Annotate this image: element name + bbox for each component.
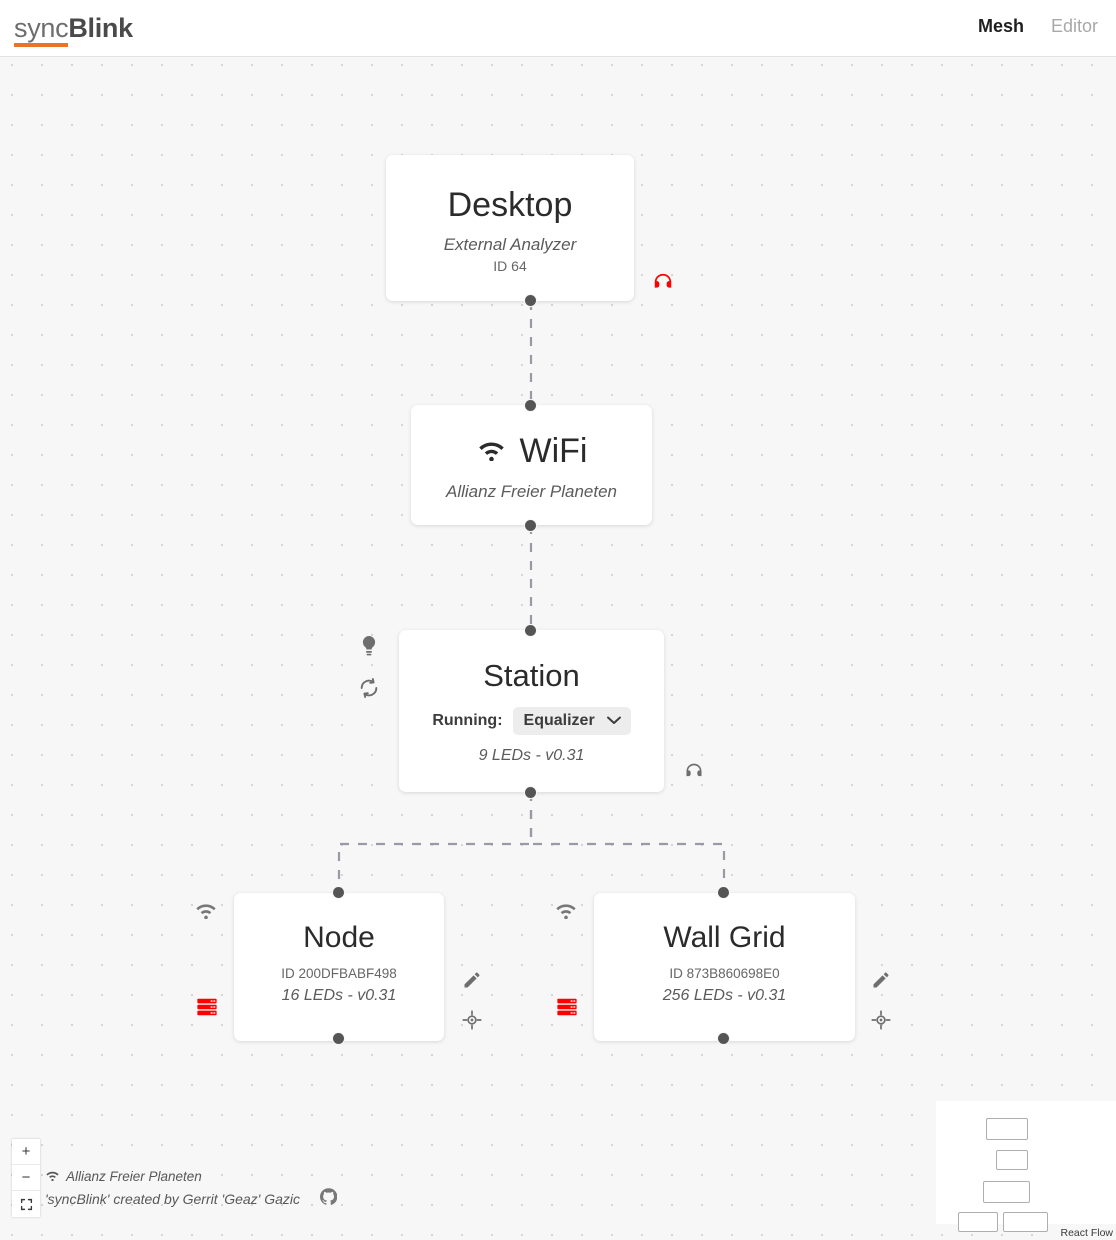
server-icon-wallgrid[interactable]	[556, 996, 578, 1018]
node-id-desktop: ID 64	[493, 258, 527, 274]
zoom-controls: + −	[12, 1139, 40, 1217]
pencil-icon-node[interactable]	[462, 970, 482, 990]
crosshair-icon-node[interactable]	[462, 1010, 482, 1030]
node-title-wallgrid: Wall Grid	[663, 921, 786, 954]
footer-ssid-row: Allianz Freier Planeten	[45, 1168, 337, 1186]
headphones-icon-station[interactable]	[684, 762, 704, 782]
node-title-desktop: Desktop	[447, 186, 573, 224]
handle-station-top[interactable]	[524, 624, 537, 637]
nav-item-mesh[interactable]: Mesh	[977, 16, 1024, 36]
footer-ssid-label: Allianz Freier Planeten	[66, 1169, 202, 1184]
minimap[interactable]	[936, 1101, 1116, 1232]
node-title-station: Station	[483, 658, 580, 693]
node-info-station: 9 LEDs - v0.31	[478, 747, 585, 764]
node-card-node[interactable]: Node ID 200DFBABF498 16 LEDs - v0.31	[234, 893, 444, 1041]
lightbulb-icon[interactable]	[359, 635, 379, 657]
node-card-station[interactable]: Station Running: Equalizer 9 LEDs - v0.3…	[399, 630, 664, 792]
react-flow-attribution[interactable]: React Flow	[1060, 1227, 1113, 1239]
running-label: Running:	[432, 712, 503, 729]
node-info-wallgrid: 256 LEDs - v0.31	[662, 987, 787, 1004]
node-station-running-row: Running: Equalizer	[399, 707, 664, 735]
node-wifi-title-row: WiFi	[411, 431, 652, 471]
node-subtitle-desktop: External Analyzer	[443, 235, 577, 254]
edge-layer	[337, 301, 726, 893]
nav-item-editor[interactable]: Editor	[1050, 16, 1098, 36]
edge-station-to-wallgrid	[529, 792, 726, 893]
fit-view-icon	[20, 1198, 33, 1211]
handle-wallgrid-top[interactable]	[717, 886, 730, 899]
logo-text-blink: Blink	[68, 13, 133, 43]
wifi-icon-node	[194, 900, 218, 920]
node-id-wallgrid: ID 873B860698E0	[669, 966, 780, 981]
node-id-node: ID 200DFBABF498	[281, 966, 397, 981]
logo-text-sync: sync	[14, 13, 69, 47]
handle-wifi-top[interactable]	[524, 399, 537, 412]
script-select-value: Equalizer	[523, 712, 595, 729]
handle-wifi-bottom[interactable]	[524, 519, 537, 532]
headphones-icon[interactable]	[652, 272, 674, 294]
handle-station-bottom[interactable]	[524, 786, 537, 799]
minimap-node	[958, 1212, 998, 1232]
chevron-down-icon	[606, 712, 622, 730]
node-info-node: 16 LEDs - v0.31	[281, 987, 397, 1004]
zoom-out-button[interactable]: −	[12, 1165, 40, 1191]
minimap-node	[996, 1150, 1028, 1170]
node-card-wifi[interactable]: WiFi Allianz Freier Planeten	[411, 405, 652, 525]
crosshair-icon-wallgrid[interactable]	[871, 1010, 891, 1030]
app-logo[interactable]: syncBlink	[14, 12, 133, 47]
top-header-bar: syncBlink Mesh Editor	[0, 0, 1116, 57]
pencil-icon-wallgrid[interactable]	[871, 970, 891, 990]
node-title-node: Node	[303, 921, 375, 954]
node-title-wifi: WiFi	[519, 432, 588, 470]
server-icon-node[interactable]	[196, 996, 218, 1018]
footer-credit-label: 'syncBlink' created by Gerrit 'Geaz' Gaz…	[45, 1190, 301, 1207]
minimap-node	[986, 1118, 1028, 1140]
main-navigation: Mesh Editor	[978, 16, 1098, 37]
node-card-desktop[interactable]: Desktop External Analyzer ID 64	[386, 155, 634, 301]
handle-desktop-bottom[interactable]	[524, 294, 537, 307]
zoom-in-button[interactable]: +	[12, 1139, 40, 1165]
wifi-icon-footer	[45, 1168, 60, 1186]
github-icon[interactable]	[320, 1188, 338, 1210]
node-ssid-wifi: Allianz Freier Planeten	[445, 482, 618, 501]
handle-node-top[interactable]	[332, 886, 345, 899]
canvas-footer-info: Allianz Freier Planeten 'syncBlink' crea…	[45, 1168, 338, 1210]
refresh-icon[interactable]	[358, 677, 380, 699]
edge-station-to-node	[337, 792, 533, 893]
minimap-node	[983, 1181, 1030, 1203]
wifi-icon-wallgrid	[554, 900, 578, 920]
footer-credit-row: 'syncBlink' created by Gerrit 'Geaz' Gaz…	[45, 1188, 338, 1210]
wifi-icon	[476, 437, 507, 466]
minimap-node	[1003, 1212, 1048, 1232]
handle-wallgrid-bottom[interactable]	[717, 1032, 730, 1045]
flow-canvas[interactable]: Desktop External Analyzer ID 64 WiFi All…	[0, 57, 1116, 1240]
fit-view-button[interactable]	[12, 1191, 40, 1217]
script-select[interactable]: Equalizer	[512, 707, 631, 735]
node-card-wallgrid[interactable]: Wall Grid ID 873B860698E0 256 LEDs - v0.…	[594, 893, 855, 1041]
handle-node-bottom[interactable]	[332, 1032, 345, 1045]
